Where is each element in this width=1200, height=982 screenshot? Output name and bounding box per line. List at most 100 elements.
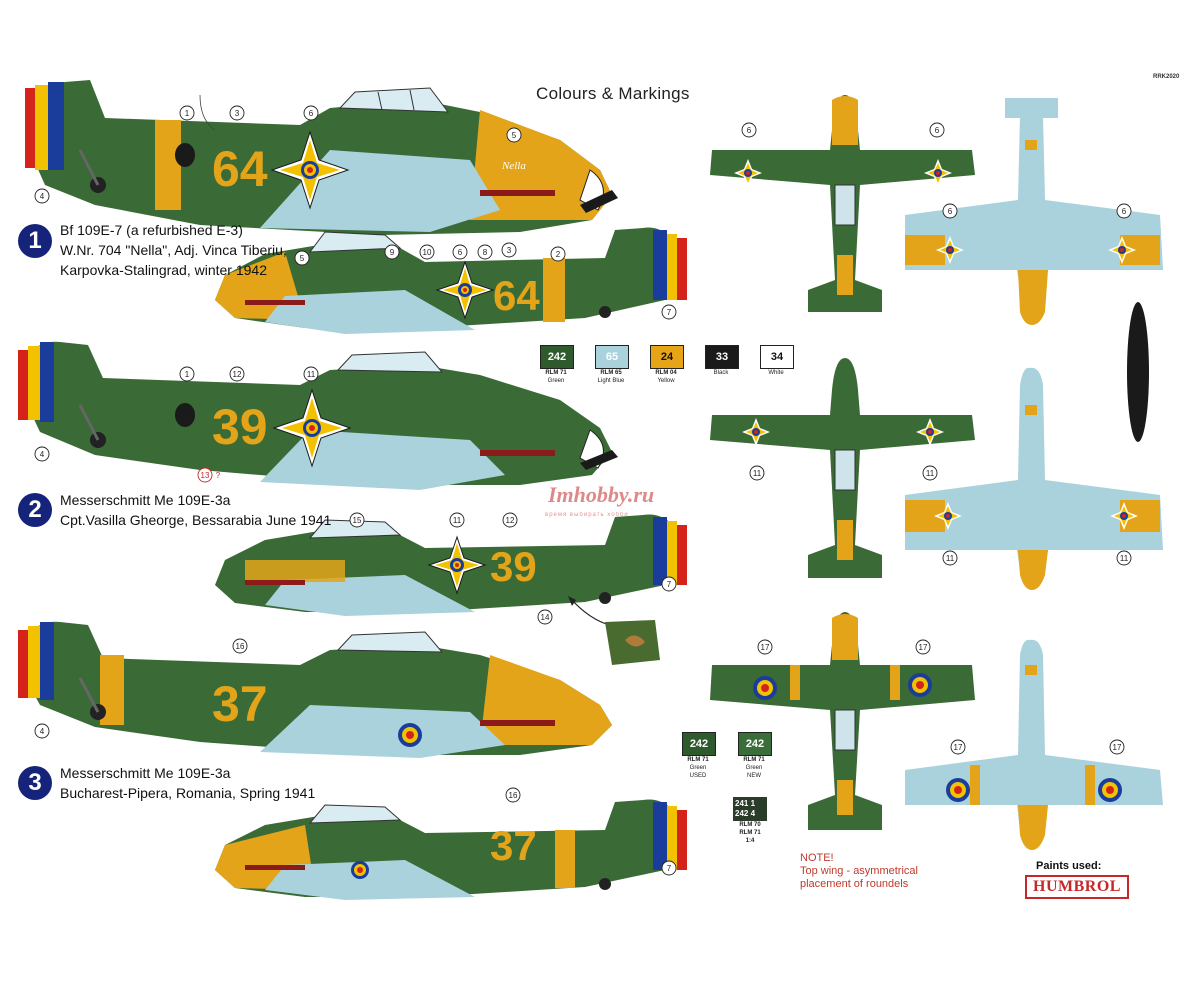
callout-number: 17: [954, 743, 963, 752]
paint-chip-rlm: RLM 71: [545, 370, 567, 376]
callout-number: 11: [1120, 554, 1129, 563]
callout-s3_side_a-0: 16: [232, 638, 248, 654]
paint-chip-name: Green: [689, 765, 707, 771]
callout-number: 3: [507, 246, 512, 255]
scheme-number-1: 1: [18, 224, 52, 258]
scheme1-description: Bf 109E-7 (a refurbished E-3) W.Nr. 704 …: [60, 220, 287, 280]
paint-chip-34: 34 White: [760, 345, 798, 385]
paint-chip-code: 242: [540, 345, 574, 369]
paint-palette-secondary: 242 RLM 71 Green USED 242 RLM 71 Green N…: [682, 732, 776, 780]
scheme-number-3: 3: [18, 766, 52, 800]
callout-number: 14: [541, 613, 550, 622]
callout-s1_side_b-1: 9: [384, 244, 400, 260]
callout-number: 6: [309, 109, 314, 118]
callout-number: 12: [233, 370, 242, 379]
callout-number: 15: [353, 516, 362, 525]
paint-chip-rlm: RLM 65: [600, 370, 622, 376]
paint-chip-242-new: 242 RLM 71 Green NEW: [738, 732, 776, 780]
scheme1-nose-name: Nella: [502, 160, 526, 172]
scheme1-line3: Karpovka-Stalingrad, winter 1942: [60, 262, 268, 278]
callout-s2_side_a-3: 4: [34, 446, 50, 462]
scheme1-side-profile-b: [215, 227, 687, 334]
scheme-number-2: 2: [18, 493, 52, 527]
propeller-blade: [1127, 302, 1149, 442]
callout-s2_plan-1: 11: [922, 465, 938, 481]
paint-chip-code: 24: [650, 345, 684, 369]
callout-s1_side_b-3: 6: [452, 244, 468, 260]
scheme1-line2: W.Nr. 704 "Nella", Adj. Vinca Tiberiu,: [60, 242, 287, 258]
paint-chip-name: Green: [745, 765, 763, 771]
callout-number: 16: [509, 791, 518, 800]
paint-mix-row2: 242 4: [735, 809, 756, 818]
callout-s3_plan-2: 17: [950, 739, 966, 755]
callout-number: 17: [1113, 743, 1122, 752]
scheme1-aircraft-code-a: 64: [212, 141, 268, 197]
scheme3-side-profile-a: [18, 621, 612, 758]
note-title: NOTE!: [800, 852, 834, 864]
callout-number: 6: [948, 207, 953, 216]
callout-number: 2: [556, 250, 561, 259]
callout-s2_plan-3: 11: [1116, 550, 1132, 566]
scheme1-line1: Bf 109E-7 (a refurbished E-3): [60, 222, 243, 238]
callout-number: 9: [390, 248, 395, 257]
callout-number: 7: [667, 308, 672, 317]
callout-number: 4: [40, 450, 45, 459]
scheme1-aircraft-code-b: 64: [493, 272, 540, 319]
callout-number: 5: [512, 131, 517, 140]
sheet-code: RRK2020: [1153, 74, 1180, 80]
paint-chip-242: 242 RLM 71 Green: [540, 345, 578, 385]
callout-number: 11: [753, 469, 762, 478]
paint-chip-rlm: RLM 71: [743, 757, 765, 763]
callout-s1_plan-3: 6: [1116, 203, 1132, 219]
callout-s2_side_b-3: 14: [537, 609, 553, 625]
callout-number: 16: [236, 642, 245, 651]
paint-chip-65: 65 RLM 65 Light Blue: [595, 345, 633, 385]
scheme3-aircraft-code-b: 37: [490, 822, 537, 869]
callout-s1_plan-1: 6: [929, 122, 945, 138]
paint-chip-33: 33 Black: [705, 345, 743, 385]
scheme1-plan-bottom: [905, 98, 1163, 325]
scheme2-description: Messerschmitt Me 109E-3a Cpt.Vasilla Ghe…: [60, 490, 331, 530]
callout-s2_side_b-2: 12: [502, 512, 518, 528]
callout-s1_plan-0: 6: [741, 122, 757, 138]
paint-chip-name: Black: [713, 370, 729, 376]
scheme3-description: Messerschmitt Me 109E-3a Bucharest-Piper…: [60, 763, 315, 803]
paint-mix-row1: 241 1: [735, 799, 756, 808]
callout-number: 6: [1122, 207, 1127, 216]
callout-s1_side_a-2: 6: [303, 105, 319, 121]
callout-s1_side_a-4: 4: [34, 188, 50, 204]
callout-number: 11: [307, 370, 316, 379]
callout-s2_side_a-1: 12: [229, 366, 245, 382]
callout-s2_plan-0: 11: [749, 465, 765, 481]
callout-s1_side_b-0: 5: [294, 250, 310, 266]
callout-number: 7: [667, 580, 672, 589]
paints-used-label: Paints used:: [1036, 860, 1102, 872]
callout-s3_plan-1: 17: [915, 639, 931, 655]
paint-chip-code: 65: [595, 345, 629, 369]
callout-s3_side_b-0: 16: [505, 787, 521, 803]
callout-s2_side_b-4: 7: [661, 576, 677, 592]
callout-number: 8: [483, 248, 488, 257]
paint-chip-note: NEW: [747, 773, 761, 779]
page-title: Colours & Markings: [536, 84, 690, 103]
scheme2-line1: Messerschmitt Me 109E-3a: [60, 492, 231, 508]
scheme3-line2: Bucharest-Pipera, Romania, Spring 1941: [60, 785, 316, 801]
callout-number: 13: [201, 471, 210, 480]
paint-chip-name: White: [768, 370, 784, 376]
scheme3-side-profile-b: [215, 799, 687, 900]
callout-s3_side_a-1: 4: [34, 723, 50, 739]
scheme2-plan-bottom: [905, 367, 1163, 590]
callout-s1_side_b-2: 10: [419, 244, 435, 260]
callout-s1_side_b-5: 3: [501, 242, 517, 258]
callout-s1_side_b-7: 7: [661, 304, 677, 320]
scheme2-aircraft-code-a: 39: [212, 399, 268, 455]
scheme2-side-profile-b: [215, 514, 687, 616]
callout-s2_side_a-0: 1: [179, 366, 195, 382]
callout-s1_side_a-3: 5: [506, 127, 522, 143]
callout-number: 3: [235, 109, 240, 118]
callout-number: 1: [185, 370, 190, 379]
scheme3-plan-bottom: [905, 639, 1163, 850]
watermark-subtitle: время выбирать хобби: [545, 512, 629, 518]
